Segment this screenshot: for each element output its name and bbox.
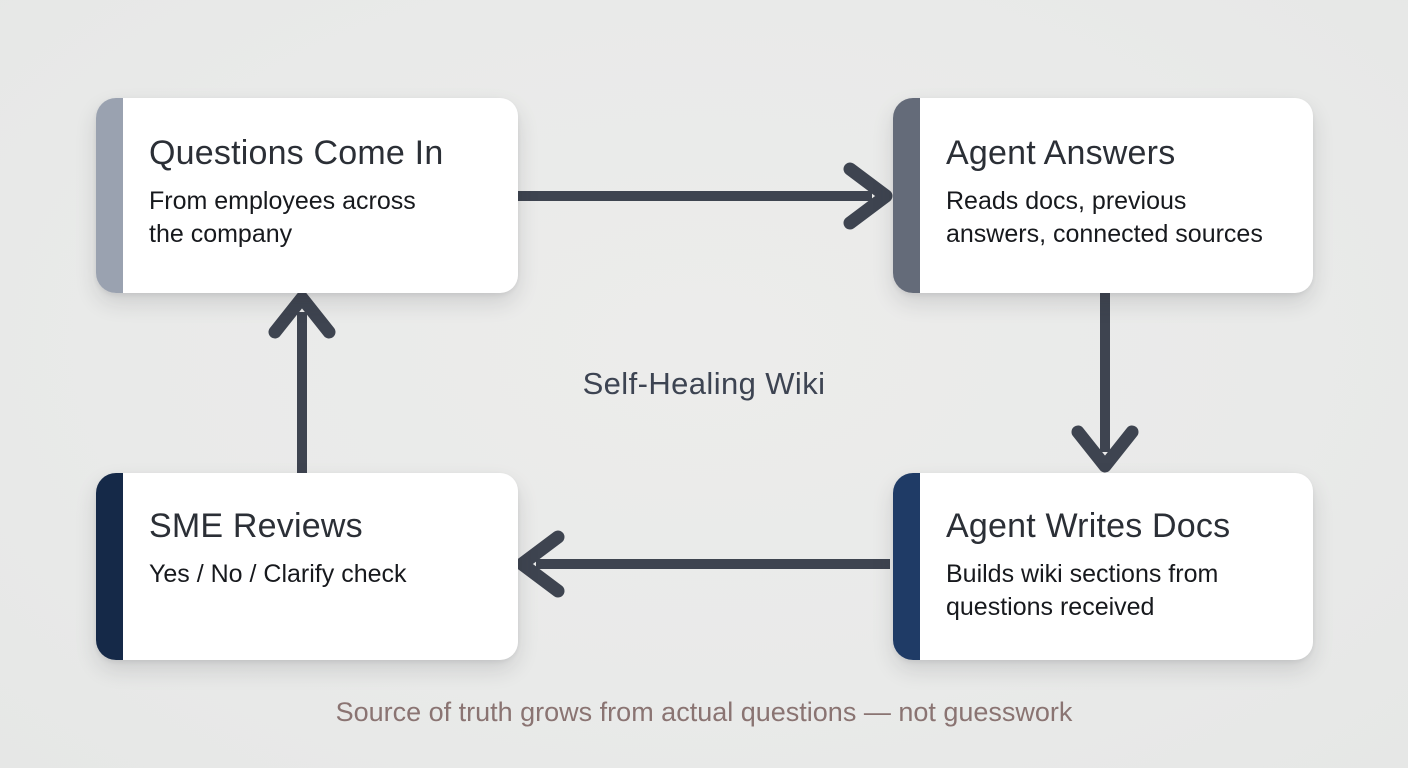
node-accent-stripe — [96, 98, 123, 293]
node-subtitle: Reads docs, previous answers, connected … — [946, 187, 1263, 248]
node-subtitle: From employees across the company — [149, 187, 416, 248]
node-title: SME Reviews — [149, 507, 363, 545]
arrow-left-icon — [515, 530, 890, 598]
node-agent-answers: Agent Answers Reads docs, previous answe… — [893, 98, 1313, 293]
node-title: Agent Answers — [946, 134, 1176, 172]
node-accent-stripe — [96, 473, 123, 660]
node-title: Agent Writes Docs — [946, 507, 1231, 545]
node-title: Questions Come In — [149, 134, 444, 172]
diagram-caption: Source of truth grows from actual questi… — [335, 697, 1073, 727]
node-subtitle: Yes / No / Clarify check — [149, 560, 407, 589]
node-body: Agent Writes Docs Builds wiki sections f… — [920, 473, 1313, 660]
node-subtitle: Builds wiki sections from questions rece… — [946, 560, 1219, 621]
arrow-right-icon — [518, 162, 893, 230]
node-accent-stripe — [893, 98, 920, 293]
node-questions-come-in: Questions Come In From employees across … — [96, 98, 518, 293]
diagram-title: Self-Healing Wiki — [582, 366, 826, 401]
node-body: SME Reviews Yes / No / Clarify check — [123, 473, 518, 660]
node-agent-writes-docs: Agent Writes Docs Builds wiki sections f… — [893, 473, 1313, 660]
node-body: Questions Come In From employees across … — [123, 98, 518, 293]
node-sme-reviews: SME Reviews Yes / No / Clarify check — [96, 473, 518, 660]
node-body: Agent Answers Reads docs, previous answe… — [920, 98, 1313, 293]
node-accent-stripe — [893, 473, 920, 660]
